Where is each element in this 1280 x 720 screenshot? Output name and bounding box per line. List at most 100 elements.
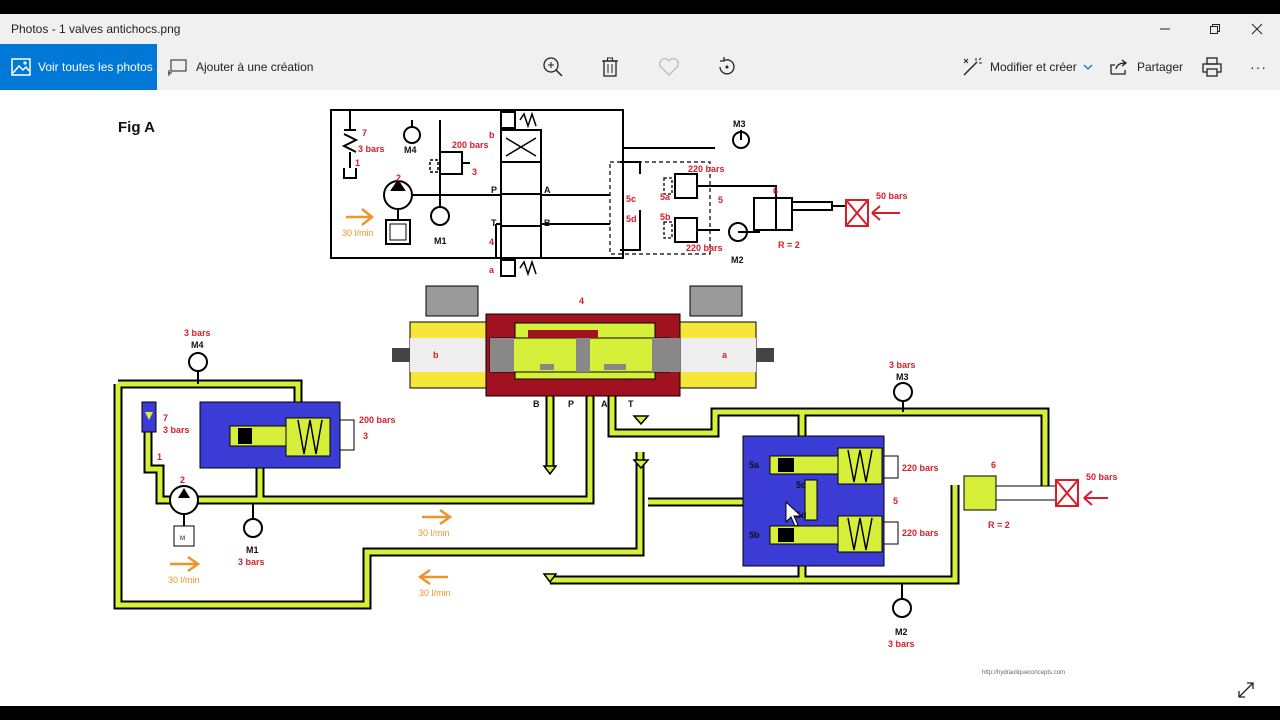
p-label-port-A: A: [601, 399, 608, 409]
fullscreen-button[interactable]: [1236, 680, 1256, 700]
s-label-5c: 5c: [626, 194, 636, 204]
toolbar: Voir toutes les photos Ajouter à une cré…: [0, 44, 1280, 90]
zoom-in-icon: [543, 57, 563, 77]
p-label-3bars-m3: 3 bars: [889, 360, 916, 370]
close-button[interactable]: [1234, 14, 1280, 44]
p-label-b: b: [433, 350, 439, 360]
zoom-button[interactable]: [542, 44, 564, 90]
s-label-B: B: [544, 218, 551, 228]
edit-wand-icon: [963, 57, 982, 76]
p-label-a: a: [722, 350, 728, 360]
p-label-4: 4: [579, 296, 584, 306]
share-icon: [1110, 59, 1128, 75]
restore-button[interactable]: [1192, 14, 1238, 44]
p-label-port-B: B: [533, 399, 540, 409]
edit-create-button[interactable]: Modifier et créer: [962, 44, 1093, 90]
pictorial-labels: 4 b a 3 bars 7 3 bars 1 2 200 bars 3 3 b…: [157, 296, 1118, 649]
delete-button[interactable]: [601, 44, 619, 90]
edit-create-label: Modifier et créer: [990, 60, 1077, 74]
pictorial-flow-labels: 30 l/min 30 l/min 30 l/min: [168, 528, 451, 598]
p-label-3bars-m1: 3 bars: [238, 557, 265, 567]
s-label-7: 7: [362, 128, 367, 138]
s-label-5a: 5a: [660, 192, 671, 202]
hydraulic-diagram: Fig A: [113, 109, 1118, 676]
s-label-m4: M4: [404, 145, 417, 155]
schematic-frame: [330, 109, 624, 259]
title-bar: Photos - 1 valves antichocs.png: [0, 14, 1280, 44]
photos-window: Photos - 1 valves antichocs.png Voir tou…: [0, 14, 1280, 706]
pictorial-black-labels: B P A T M4 M1 M3 M2 5a 5b 5c 5d: [191, 340, 909, 637]
restore-icon: [1210, 24, 1220, 34]
s-label-5d: 5d: [626, 214, 637, 224]
p-label-3: 3: [363, 431, 368, 441]
more-options-button[interactable]: ···: [1250, 59, 1267, 75]
rotate-button[interactable]: [716, 44, 738, 90]
schematic-labels: 7 3 bars 1 2 200 bars 3 30 l/min b 4 a 5…: [342, 128, 908, 275]
p-label-5: 5: [893, 496, 898, 506]
expand-icon: [1238, 682, 1254, 698]
p-label-m2: M2: [895, 627, 908, 637]
p-label-2: 2: [180, 475, 185, 485]
s-label-m1: M1: [434, 236, 447, 246]
s-label-6: 6: [773, 186, 778, 196]
tank-return-arrows: [542, 415, 650, 584]
svg-text:M: M: [180, 536, 185, 542]
s-label-flow: 30 l/min: [342, 228, 374, 238]
minimize-button[interactable]: [1142, 14, 1188, 44]
s-label-A: A: [544, 185, 551, 195]
add-to-creation-button[interactable]: Ajouter à une création: [168, 44, 313, 90]
heart-icon: [659, 58, 679, 76]
s-label-3: 3: [472, 167, 477, 177]
p-label-flow-3: 30 l/min: [419, 588, 451, 598]
printer-icon: [1202, 57, 1222, 77]
cylinder-6: [963, 475, 997, 511]
s-label-T: T: [491, 218, 497, 228]
p-label-m4: M4: [191, 340, 204, 350]
p-label-1: 1: [157, 452, 162, 462]
chevron-down-icon: [1083, 64, 1093, 70]
s-label-5: 5: [718, 195, 723, 205]
flow-arrow-icons: [170, 508, 453, 586]
s-label-5b: 5b: [660, 212, 671, 222]
mouse-cursor-icon: [785, 500, 803, 527]
p-label-50bars: 50 bars: [1086, 472, 1118, 482]
schematic-symbol-diagram: [330, 109, 900, 277]
p-label-m1: M1: [246, 545, 259, 555]
share-button[interactable]: Partager: [1109, 44, 1183, 90]
p-label-220bars-bottom: 220 bars: [902, 528, 939, 538]
add-creation-icon: [168, 59, 187, 76]
window-title: Photos - 1 valves antichocs.png: [11, 22, 181, 36]
p-label-m3: M3: [896, 372, 909, 382]
pipe-fill: [115, 381, 1048, 608]
photos-icon: [11, 58, 31, 76]
s-label-3bars: 3 bars: [358, 144, 385, 154]
view-all-photos-label: Voir toutes les photos: [38, 60, 153, 74]
photo-viewer: Fig A: [0, 90, 1280, 706]
s-label-m3: M3: [733, 119, 746, 129]
p-label-3bars-m4: 3 bars: [184, 328, 211, 338]
trash-icon: [602, 57, 618, 77]
view-all-photos-button[interactable]: Voir toutes les photos: [0, 44, 157, 90]
p-label-flow-1: 30 l/min: [168, 575, 200, 585]
p-label-5a: 5a: [749, 460, 760, 470]
flow-arrow-icon: [346, 208, 375, 226]
s-label-220bars-top: 220 bars: [688, 164, 725, 174]
share-label: Partager: [1137, 60, 1184, 74]
watermark-url: http://hydrauliqueconcepts.com: [982, 670, 1065, 676]
add-to-creation-label: Ajouter à une création: [196, 60, 314, 74]
p-label-port-P: P: [568, 399, 574, 409]
p-label-7: 7: [163, 413, 168, 423]
favorite-button[interactable]: [658, 44, 680, 90]
s-label-2: 2: [396, 173, 401, 183]
s-label-a: a: [489, 265, 495, 275]
pictorial-diagram: M: [113, 285, 1108, 618]
s-label-1: 1: [355, 158, 360, 168]
schematic-black-labels: M4 M1 M3 M2 P T A B: [404, 119, 746, 265]
s-label-P: P: [491, 185, 497, 195]
p-label-5c: 5c: [796, 480, 806, 490]
s-label-200bars: 200 bars: [452, 140, 489, 150]
print-button[interactable]: [1202, 44, 1222, 90]
p-label-flow-2: 30 l/min: [418, 528, 450, 538]
s-label-b: b: [489, 130, 495, 140]
close-icon: [1251, 23, 1263, 35]
